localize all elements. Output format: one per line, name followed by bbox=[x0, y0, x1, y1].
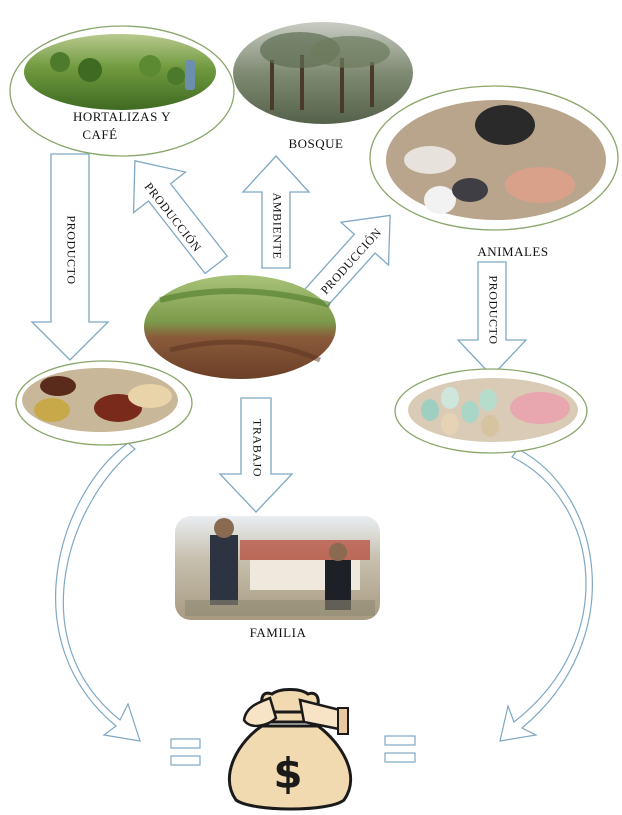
label-hortalizas-line2: CAFÉ bbox=[82, 127, 117, 142]
money-flow-arrow-right bbox=[500, 449, 592, 741]
node-productos-animales bbox=[395, 369, 587, 453]
label-trabajo: TRABAJO bbox=[250, 419, 264, 477]
node-finca-center bbox=[144, 275, 336, 379]
money-bag-icon: $ bbox=[229, 690, 350, 810]
label-produccion-right: PRODUCCIÓN bbox=[318, 225, 385, 297]
label-ambiente: AMBIENTE bbox=[270, 193, 284, 260]
label-producto-right: PRODUCTO bbox=[486, 275, 500, 344]
label-hortalizas-line1: HORTALIZAS Y bbox=[73, 109, 171, 124]
dollar-sign: $ bbox=[273, 749, 302, 798]
node-animales: ANIMALES bbox=[370, 86, 618, 259]
node-familia: FAMILIA bbox=[175, 516, 380, 640]
label-producto-left: PRODUCTO bbox=[64, 215, 78, 284]
node-hortalizas-cafe: HORTALIZAS Y CAFÉ bbox=[10, 26, 234, 156]
label-bosque: BOSQUE bbox=[288, 136, 343, 151]
label-familia: FAMILIA bbox=[250, 625, 307, 640]
equals-sign-left bbox=[171, 739, 200, 765]
equals-sign-right bbox=[385, 736, 415, 762]
money-flow-arrow-left bbox=[56, 443, 140, 741]
node-productos-agricolas bbox=[16, 361, 192, 445]
label-animales: ANIMALES bbox=[477, 244, 548, 259]
